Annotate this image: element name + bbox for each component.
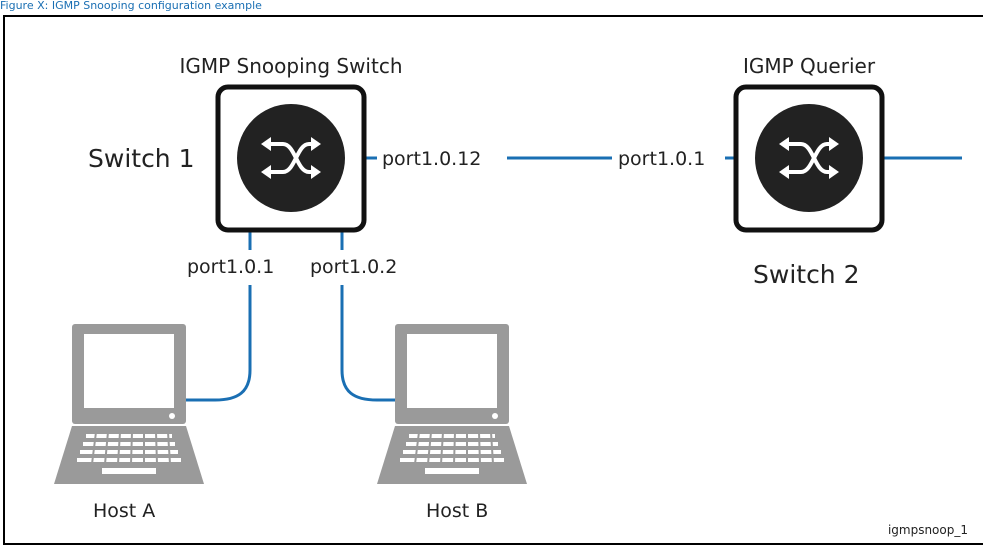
link-host-a bbox=[186, 232, 252, 402]
laptop-icon bbox=[376, 323, 528, 485]
querier-title: IGMP Querier bbox=[743, 54, 876, 78]
sw1-port-a-label: port1.0.1 bbox=[187, 256, 274, 278]
host-b-label: Host B bbox=[426, 500, 488, 522]
switch-2-label: Switch 2 bbox=[753, 260, 860, 289]
laptop-icon bbox=[53, 323, 205, 485]
snooping-switch-title: IGMP Snooping Switch bbox=[179, 54, 402, 78]
host-a-label: Host A bbox=[93, 500, 155, 522]
sw1-uplink-port-label: port1.0.12 bbox=[382, 148, 481, 170]
switch-2 bbox=[733, 84, 885, 233]
switch-1 bbox=[215, 84, 367, 233]
sw1-port-b-label: port1.0.2 bbox=[310, 256, 397, 278]
figure-caption: Figure X: IGMP Snooping configuration ex… bbox=[0, 0, 262, 12]
switch-1-label: Switch 1 bbox=[88, 144, 195, 173]
figure-id-label: igmpsnoop_1 bbox=[888, 523, 968, 537]
sw2-port-label: port1.0.1 bbox=[618, 148, 705, 170]
link-host-b bbox=[340, 232, 406, 402]
